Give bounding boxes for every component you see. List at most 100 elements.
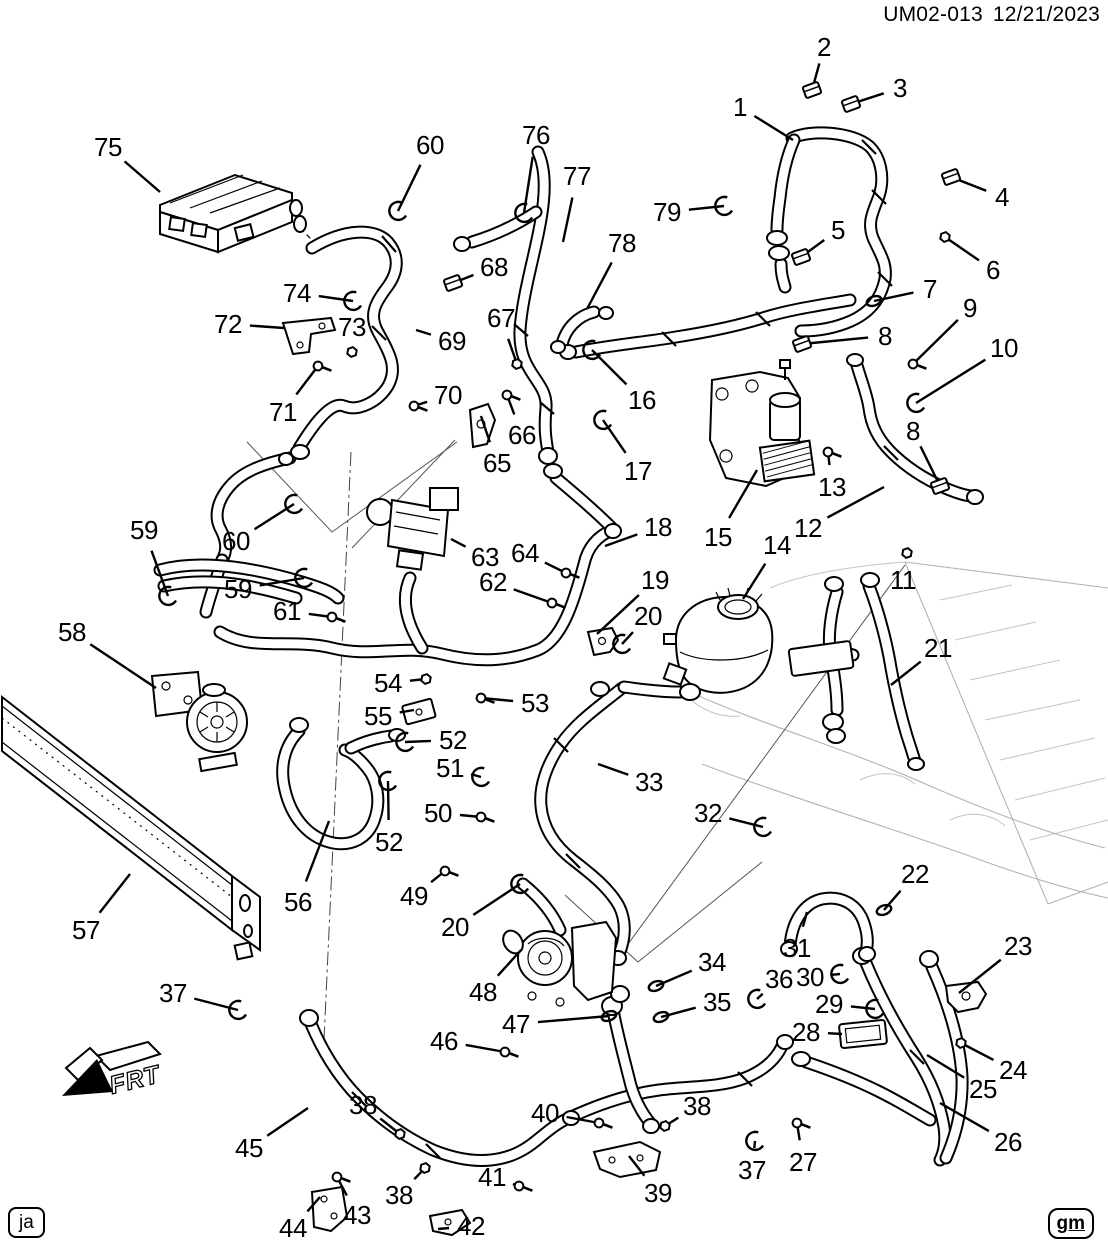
leader-line-55	[399, 708, 415, 714]
leader-line-64	[544, 561, 567, 575]
nut-glyph	[659, 1119, 671, 1133]
clip-glyph	[388, 200, 408, 222]
callout-33: 33	[635, 767, 663, 797]
clip-glyph	[753, 816, 773, 838]
leader-line-18	[604, 533, 638, 548]
callout-25: 25	[969, 1074, 997, 1104]
leader-line-72	[249, 324, 285, 330]
leader-line-57	[98, 873, 131, 914]
callout-73: 73	[338, 312, 366, 342]
leader-line-69	[415, 328, 432, 336]
callout-24: 24	[999, 1055, 1027, 1085]
clip-glyph	[294, 567, 314, 589]
callout-78: 78	[608, 228, 636, 258]
leader-line-8	[801, 336, 869, 346]
callout-77: 77	[563, 161, 591, 191]
clip-glyph	[582, 339, 602, 361]
leader-line-71	[295, 365, 319, 396]
bolt-glyph	[822, 446, 842, 458]
bolt-glyph	[560, 567, 580, 579]
callout-37: 37	[159, 978, 187, 1008]
callout-59: 59	[224, 574, 252, 604]
leader-line-78	[585, 261, 613, 310]
leader-line-42	[437, 1226, 450, 1231]
callout-40: 40	[531, 1098, 559, 1128]
leader-line-63	[450, 537, 467, 548]
inverter-module	[159, 173, 307, 254]
bolt-glyph	[475, 692, 495, 704]
plug-glyph	[929, 477, 951, 495]
leader-line-52	[404, 739, 432, 744]
callout-44: 44	[279, 1213, 307, 1243]
callout-23: 23	[1004, 931, 1032, 961]
callout-46: 46	[430, 1026, 458, 1056]
callout-72: 72	[214, 309, 242, 339]
callout-39: 39	[644, 1178, 672, 1208]
callout-10: 10	[990, 333, 1018, 363]
leader-line-11	[905, 552, 909, 559]
plug-glyph	[791, 335, 813, 353]
plug-glyph	[790, 248, 812, 266]
gm-logo: gm	[1047, 1208, 1094, 1239]
bolt-glyph	[312, 360, 332, 372]
clip-glyph	[612, 633, 632, 655]
leader-line-23	[958, 958, 1002, 994]
callout-4: 4	[995, 182, 1009, 212]
leader-line-2	[810, 63, 821, 91]
bolt-glyph	[331, 1171, 351, 1183]
callout-74: 74	[283, 278, 311, 308]
clip-glyph	[395, 731, 415, 753]
callout-31: 31	[783, 933, 811, 963]
callout-52: 52	[439, 725, 467, 755]
leader-line-36	[756, 992, 764, 1000]
callout-63: 63	[471, 542, 499, 572]
leader-line-20	[621, 631, 634, 645]
clip-glyph	[865, 998, 885, 1020]
leader-line-15	[728, 469, 759, 519]
leader-line-49	[430, 870, 446, 884]
leader-line-62	[513, 588, 553, 605]
callout-8: 8	[906, 416, 920, 446]
bolt-glyph	[791, 1117, 811, 1129]
callout-45: 45	[235, 1133, 263, 1163]
leader-line-59	[150, 550, 170, 597]
callout-32: 32	[694, 798, 722, 828]
bolt-glyph	[593, 1117, 613, 1129]
callout-26: 26	[994, 1127, 1022, 1157]
leader-line-60	[396, 164, 422, 212]
leader-line-30	[831, 972, 841, 976]
cooler-bracket	[708, 359, 816, 488]
leader-line-24	[960, 1041, 995, 1061]
clip-glyph	[830, 963, 850, 985]
leader-line-77	[561, 197, 574, 243]
aux-pump-center	[502, 920, 618, 1007]
hoses	[160, 133, 973, 1161]
clip-glyph	[593, 409, 613, 431]
callout-34: 34	[698, 947, 726, 977]
callout-18: 18	[644, 512, 672, 542]
callout-79: 79	[653, 197, 681, 227]
callout-66: 66	[508, 420, 536, 450]
callout-16: 16	[628, 385, 656, 415]
leader-line-79	[688, 204, 725, 211]
callout-42: 42	[457, 1211, 485, 1241]
aux-pump-left	[150, 670, 248, 773]
leader-line-39	[628, 1155, 646, 1177]
leader-line-38	[413, 1167, 426, 1181]
callout-1: 1	[733, 92, 747, 122]
author-badge: ja	[8, 1207, 45, 1238]
leader-line-74	[318, 294, 354, 303]
callout-20: 20	[634, 601, 662, 631]
callout-38: 38	[683, 1091, 711, 1121]
leader-line-25	[926, 1053, 965, 1079]
callout-19: 19	[641, 565, 669, 595]
callout-38: 38	[349, 1090, 377, 1120]
bolt-glyph	[546, 597, 566, 609]
callout-8: 8	[878, 321, 892, 351]
coolant-valve	[366, 487, 459, 571]
nut-glyph	[511, 357, 523, 371]
callout-60: 60	[222, 526, 250, 556]
callout-56: 56	[284, 887, 312, 917]
